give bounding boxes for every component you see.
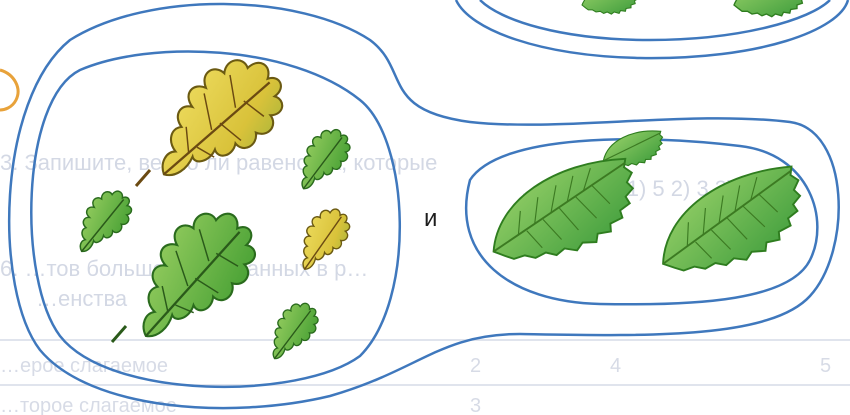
- ghost-row-1-value-2: 4: [610, 355, 621, 377]
- ghost-line-4: …енства: [36, 286, 128, 311]
- conjunction-label: и: [424, 205, 437, 232]
- oak-leaf-small-green-3: [255, 296, 326, 364]
- ghost-row-1-value-3: 5: [820, 355, 831, 377]
- orange-mark: [0, 70, 18, 110]
- ghost-row-1-value-1: 2: [470, 355, 481, 377]
- elm-leaf-large-1: [477, 151, 650, 275]
- top-leaf-1: [582, 0, 639, 14]
- ghost-row-1-label: …ерое слагаемое: [0, 355, 168, 377]
- ghost-row-2-value-1: 3: [470, 395, 481, 415]
- top-leaf-2: [734, 0, 808, 17]
- ghost-row-2-label: …торое слагаемое: [0, 395, 177, 415]
- oak-leaf-small-green-2: [61, 182, 141, 257]
